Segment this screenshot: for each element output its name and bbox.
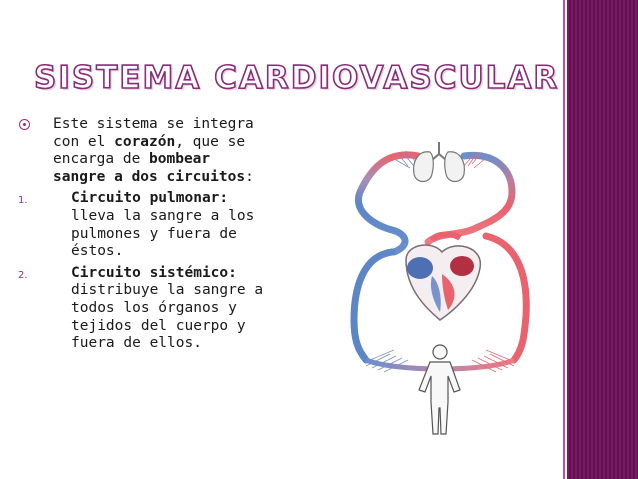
circulation-diagram — [350, 142, 530, 435]
slide-title: SISTEMA CARDIOVASCULAR — [33, 59, 560, 97]
list-body: distribuye la sangre a todos los órganos… — [71, 282, 264, 352]
pulmonary-vessel-left — [354, 151, 422, 256]
lungs-icon — [413, 142, 465, 183]
list-item-pulmonar: 1. Circuito pulmonar: lleva la sangre a … — [18, 190, 268, 260]
systemic-vessel-right — [482, 232, 530, 364]
list-number: 1. — [18, 195, 28, 207]
decorative-side-band — [563, 0, 638, 479]
list-item-sistemico: 2. Circuito sistémico: distribuye la san… — [18, 265, 268, 353]
intro-text-1: Este sistema se integra con el — [53, 116, 254, 150]
intro-text-3: : — [245, 168, 254, 185]
intro-bold-bombear: bombear sangre a dos circuitos — [53, 151, 246, 185]
intro-text-2: , que se encarga de — [53, 133, 246, 168]
list-number: 2. — [18, 269, 28, 281]
bullet-icon — [19, 119, 30, 130]
slide-body: Este sistema se integra con el corazón, … — [18, 116, 268, 357]
intro-bold-corazon: corazón — [114, 133, 176, 150]
human-figure-icon — [418, 344, 461, 435]
heart-icon — [405, 231, 481, 321]
list-body: lleva la sangre a los pulmones y fuera d… — [71, 207, 255, 260]
pulmonary-vessel-right — [424, 151, 516, 246]
list-heading: Circuito pulmonar: — [71, 190, 229, 207]
list-heading: Circuito sistémico: — [71, 264, 237, 281]
lung-capillaries — [395, 150, 487, 169]
intro-bullet: Este sistema se integra con el corazón, … — [18, 116, 268, 186]
systemic-vessel-left — [350, 248, 396, 364]
